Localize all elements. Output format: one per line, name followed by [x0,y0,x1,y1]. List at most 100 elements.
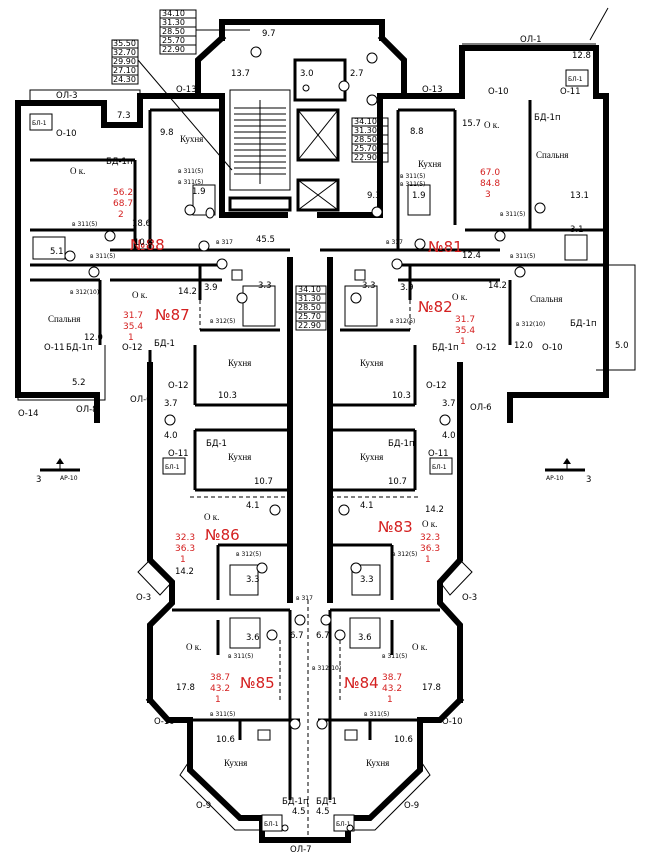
level-center-1: 34.10 [298,285,321,294]
mark-o12-b: О-12 [168,381,189,391]
mark-e317-bottom: в 317 [296,595,313,602]
room-kitchen-83: Кухня [360,452,383,462]
mark-bl1-c: БЛ-1 [165,464,180,471]
level-tables [111,7,609,331]
mark-bl1-e: БЛ-1 [264,821,279,828]
apartment-86-area-living: 32.3 [175,533,195,543]
bl-boxes [29,69,589,832]
dim-4-5-a: 4.5 [292,807,306,817]
dim-12-4: 12.4 [462,251,481,261]
apartment-87-number: №87 [155,306,190,324]
dim-3-3-c: 3.3 [246,575,260,585]
mark-bl1-b: БЛ-1 [568,76,583,83]
apartment-85-area-total: 43.2 [210,684,230,694]
apartment-82-area-living: 31.7 [455,315,475,325]
room-kitchen-86: Кухня [228,452,251,462]
mark-e312-10-c: в 312(10) [312,665,341,672]
dim-4-0-b: 4.0 [442,431,456,441]
apartment-87-area-living: 31.7 [123,311,143,321]
mark-bd1-b: БД-1 [206,439,227,449]
interior-walls [30,100,606,800]
door-markers [64,46,546,832]
dim-10-7-a: 10.7 [254,477,273,487]
apartment-83-area-living: 32.3 [420,533,440,543]
dimension-labels: 9.7 13.7 3.0 2.7 7.3 9.8 18.6 10.8 5.1 4… [50,29,629,817]
mark-ol7: ОЛ-7 [290,845,312,855]
apartment-84-rooms: 1 [387,695,393,705]
apartment-88-rooms: 2 [118,210,124,220]
dim-8-8: 8.8 [410,127,424,137]
mark-bd1-c: БД-1 [316,797,337,807]
mark-e312-b: в 312(5) [390,318,415,325]
level-left-4: 27.10 [113,66,136,75]
mark-bl1-d: БЛ-1 [432,464,447,471]
mark-o10-b: О-10 [488,87,509,97]
mark-o13-b: О-13 [422,85,443,95]
apartment-84-number: №84 [344,674,379,692]
mark-o3-left: О-3 [136,593,151,603]
mark-o9-left: О-9 [196,801,211,811]
level-stair-3: 28.50 [354,135,377,144]
mark-bd1-a: БД-1 [154,339,175,349]
dim-10-3-b: 10.3 [392,391,411,401]
level-top-3: 28.50 [162,27,185,36]
dim-1-9-a: 1.9 [192,187,206,197]
apartment-82-number: №82 [418,298,453,316]
mark-bl1-f: БЛ-1 [336,821,351,828]
apartment-labels: №88 56.2 68.7 2 №87 31.7 35.4 1 №86 32.3… [113,168,500,705]
dim-17-8-b: 17.8 [422,683,441,693]
mark-o14: О-14 [18,409,39,419]
apartment-87-rooms: 1 [128,333,134,343]
dim-3-1: 3.1 [570,225,584,235]
dim-14-2-a: 14.2 [178,287,197,297]
apartment-82-area-total: 35.4 [455,326,475,336]
mark-e311-b: в 311(5) [178,168,203,175]
room-living-88: О к. [70,166,85,176]
level-left-2: 32.70 [113,48,136,57]
dim-6-7-b: 6.7 [316,631,330,641]
level-center-3: 28.50 [298,303,321,312]
level-left-1: 35.50 [113,39,136,48]
mark-bd1p-e: БД-1п [570,319,597,329]
mark-o13-a: О-13 [176,85,197,95]
mark-ar-right: АР-10 [546,475,564,482]
mark-o11-a: О-11 [560,87,581,97]
mark-e317-right: в 317 [386,239,403,246]
level-stair-1: 34.10 [354,117,377,126]
mark-o10-d: О-10 [154,717,175,727]
dim-45-5: 45.5 [256,235,275,245]
room-living-87: О к. [132,290,147,300]
dim-4-1-b: 4.1 [360,501,374,511]
mark-ar-left: АР-10 [60,475,78,482]
level-stair-4: 25.70 [354,144,377,153]
dim-15-7: 15.7 [462,119,481,129]
dim-2-7: 2.7 [350,69,364,79]
room-living-82: О к. [452,292,467,302]
room-kitchen-81: Кухня [418,159,441,169]
apartment-88-area-total: 68.7 [113,199,133,209]
dim-7-3: 7.3 [117,111,131,121]
dim-14-2-b: 14.2 [488,281,507,291]
mark-ol6-right: ОЛ-6 [470,403,492,413]
dim-3-6-b: 3.6 [358,633,372,643]
dim-3-7-a: 3.7 [164,399,178,409]
dim-10-6-a: 10.6 [216,735,235,745]
mark-bd1p-a: БД-1п [106,157,133,167]
mark-o3-right: О-3 [462,593,477,603]
level-left-5: 24.30 [113,75,136,84]
apartment-85-number: №85 [240,674,275,692]
mark-o10-a: О-10 [56,129,77,139]
mark-o10-c: О-10 [542,343,563,353]
dim-3-3-d: 3.3 [360,575,374,585]
stairwell [228,89,292,212]
level-center-5: 22.90 [298,321,321,330]
dim-18-6: 18.6 [132,219,151,229]
mark-bd1p-f: БД-1п [388,439,415,449]
room-living-83: О к. [422,519,437,529]
dim-17-8-a: 17.8 [176,683,195,693]
mark-3-right: 3 [586,475,591,485]
room-bedroom-87: Спальня [48,314,80,324]
room-labels: Кухня О к. Спальня О к. Кухня Кухня О к.… [48,120,568,768]
mark-o11-c: О-11 [168,449,189,459]
